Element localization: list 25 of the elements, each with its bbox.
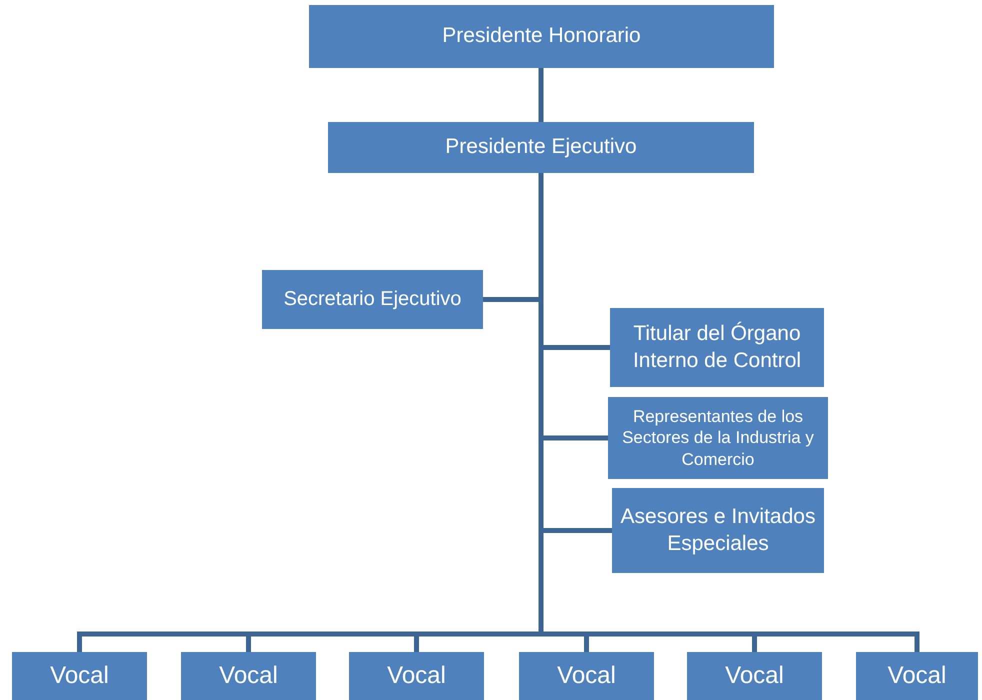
org-box — [519, 652, 654, 700]
org-label: Vocal — [725, 661, 784, 691]
org-label: Representantes de los Sectores de la Industria y Comercio — [621, 406, 815, 470]
org-label: Asesores e Invitados Especiales — [620, 504, 816, 556]
org-box — [687, 652, 822, 700]
org-label: Vocal — [387, 661, 446, 691]
org-label: Presidente Ejecutivo — [445, 134, 637, 160]
org-box — [181, 652, 316, 700]
org-label: Presidente Honorario — [442, 23, 641, 50]
org-label: Vocal — [50, 661, 109, 691]
org-label: Vocal — [219, 661, 278, 691]
org-label: Vocal — [557, 661, 616, 691]
org-box — [856, 652, 978, 700]
org-label: Vocal — [888, 661, 946, 691]
connector-line — [538, 68, 544, 122]
org-box — [612, 488, 824, 573]
org-label: Titular del Órgano Interno de Control — [632, 321, 802, 374]
org-box — [608, 397, 828, 479]
org-label: Secretario Ejecutivo — [284, 287, 462, 312]
org-box — [12, 652, 147, 700]
org-box — [328, 122, 754, 173]
org-box — [262, 270, 483, 329]
org-box — [610, 308, 824, 387]
org-box — [309, 5, 774, 68]
org-box — [349, 652, 484, 700]
